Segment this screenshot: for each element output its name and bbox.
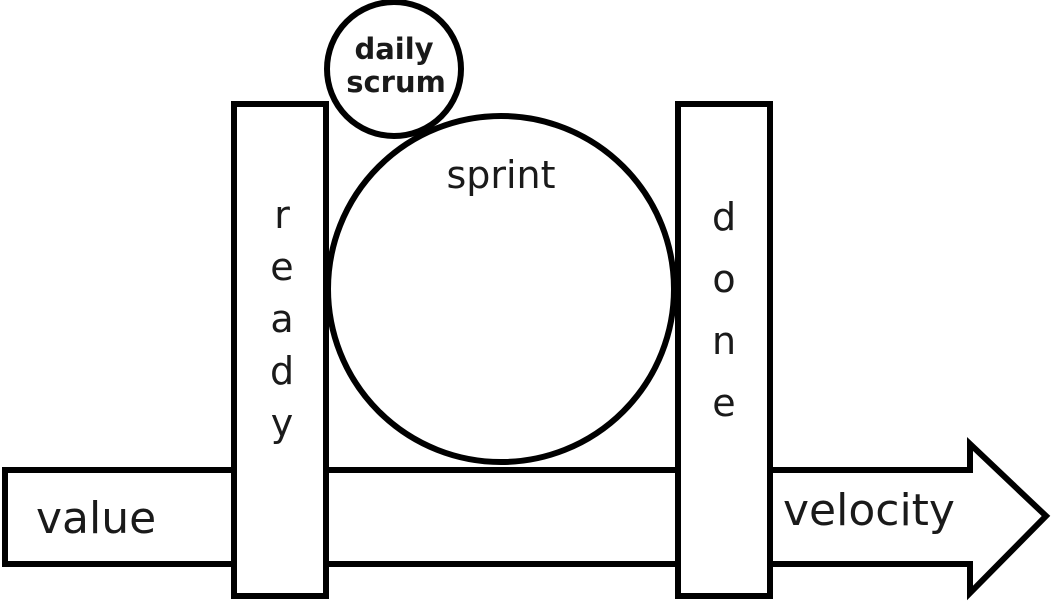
sprint-circle: sprint (325, 113, 677, 465)
arrow-right-label: velocity (783, 485, 955, 536)
done-letter-n-2: n (712, 319, 736, 363)
done-bar-rect (675, 101, 773, 599)
ready-letter-a-2: a (270, 297, 293, 341)
daily-scrum-label-line2: scrum (346, 65, 446, 99)
arrow-left-label: value (36, 493, 156, 544)
ready-bar-rect (231, 101, 329, 599)
ready-letter-e-1: e (270, 245, 293, 289)
daily-scrum-circle: daily scrum (324, 0, 464, 139)
flow-arrow: value velocity (2, 437, 1051, 601)
done-letter-o-1: o (712, 257, 735, 301)
daily-scrum-circle-shape (324, 0, 464, 139)
ready-letter-r-0: r (274, 193, 290, 237)
done-letter-e-3: e (712, 381, 735, 425)
sprint-circle-shape (325, 113, 677, 465)
sprint-label: sprint (446, 153, 555, 197)
daily-scrum-label-line1: daily (354, 32, 433, 66)
ready-letter-y-4: y (271, 401, 294, 445)
ready-letter-d-3: d (270, 349, 294, 393)
done-letter-d-0: d (712, 195, 736, 239)
